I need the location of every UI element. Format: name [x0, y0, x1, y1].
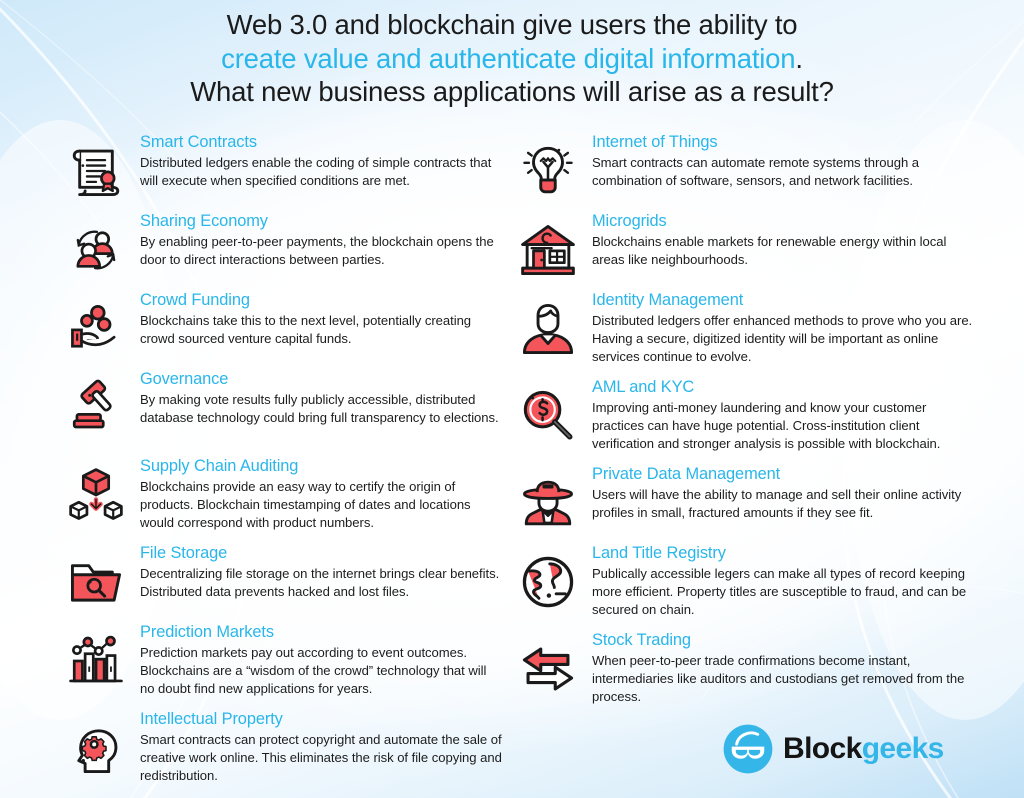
- page-title: Web 3.0 and blockchain give users the ab…: [0, 8, 1024, 109]
- list-item-body: Smart Contracts Distributed ledgers enab…: [140, 133, 503, 190]
- person-avatar-icon: [510, 293, 586, 365]
- list-item-title: Internet of Things: [592, 133, 718, 151]
- list-item-body: Stock Trading When peer-to-peer trade co…: [592, 631, 980, 705]
- headline-line-2: create value and authenticate digital in…: [0, 42, 1024, 76]
- list-item-description: Users will have the ability to manage an…: [592, 487, 962, 520]
- logo-text-geeks: geeks: [861, 732, 945, 765]
- list-item: Identity Management Distributed ledgers …: [510, 291, 980, 371]
- list-item-description: Blockchains take this to the next level,…: [140, 313, 472, 346]
- list-item: Land Title Registry Publically accessibl…: [510, 544, 980, 624]
- list-item-body: Sharing Economy By enabling peer-to-peer…: [140, 212, 503, 269]
- list-item-title: Microgrids: [592, 212, 667, 230]
- list-item-description: Distributed ledgers enable the coding of…: [140, 155, 492, 188]
- list-item-description: Publically accessible legers can make al…: [592, 566, 967, 617]
- list-item-description: By making vote results fully publicly ac…: [140, 392, 499, 425]
- list-item-description: By enabling peer-to-peer payments, the b…: [140, 234, 494, 267]
- two-way-arrows-icon: [510, 633, 586, 705]
- folder-search-icon: [58, 546, 134, 618]
- list-item: Smart Contracts Distributed ledgers enab…: [58, 133, 503, 205]
- list-item-body: Internet of Things Smart contracts can a…: [592, 133, 980, 190]
- lightbulb-icon: [510, 135, 586, 207]
- two-people-exchange-icon: [58, 214, 134, 286]
- list-item-description: Smart contracts can protect copyright an…: [140, 732, 502, 783]
- list-item-body: Prediction Markets Prediction markets pa…: [140, 623, 503, 697]
- list-item-title: Prediction Markets: [140, 623, 274, 641]
- list-item-description: Improving anti-money laundering and know…: [592, 400, 941, 451]
- list-item-title: Stock Trading: [592, 631, 691, 649]
- list-item-description: Prediction markets pay out according to …: [140, 645, 487, 696]
- list-item-title: Identity Management: [592, 291, 744, 309]
- list-item-title: Supply Chain Auditing: [140, 457, 299, 475]
- right-column: Internet of Things Smart contracts can a…: [510, 133, 980, 718]
- list-item-description: Smart contracts can automate remote syst…: [592, 155, 920, 188]
- magnifier-dollar-icon: [510, 380, 586, 452]
- list-item-body: File Storage Decentralizing file storage…: [140, 544, 503, 601]
- list-item-description: Distributed ledgers offer enhanced metho…: [592, 313, 973, 364]
- list-item-title: Smart Contracts: [140, 133, 257, 151]
- list-item-title: File Storage: [140, 544, 228, 562]
- list-item-body: Private Data Management Users will have …: [592, 465, 980, 522]
- hand-with-coins-icon: [58, 293, 134, 365]
- list-item-description: Decentralizing file storage on the inter…: [140, 566, 500, 599]
- brand-logo[interactable]: Blockgeeks: [722, 723, 944, 775]
- list-item: AML and KYC Improving anti-money launder…: [510, 378, 980, 458]
- list-item-description: Blockchains enable markets for renewable…: [592, 234, 947, 267]
- list-item-body: Crowd Funding Blockchains take this to t…: [140, 291, 503, 348]
- logo-text-block: Block: [783, 732, 862, 765]
- list-item-title: Governance: [140, 370, 229, 388]
- list-item-body: AML and KYC Improving anti-money launder…: [592, 378, 980, 452]
- list-item-title: AML and KYC: [592, 378, 695, 396]
- list-item-body: Governance By making vote results fully …: [140, 370, 503, 427]
- bar-chart-line-icon: [58, 625, 134, 697]
- list-item: Intellectual Property Smart contracts ca…: [58, 710, 503, 790]
- list-item: File Storage Decentralizing file storage…: [58, 544, 503, 616]
- list-item: Prediction Markets Prediction markets pa…: [58, 623, 503, 703]
- scroll-certificate-icon: [58, 135, 134, 207]
- blockgeeks-sunglasses-face-icon: [723, 724, 773, 774]
- list-item-title: Private Data Management: [592, 465, 781, 483]
- head-with-gear-icon: [58, 712, 134, 784]
- list-item-body: Identity Management Distributed ledgers …: [592, 291, 980, 365]
- spy-detective-icon: [510, 467, 586, 539]
- list-item: Microgrids Blockchains enable markets fo…: [510, 212, 980, 284]
- list-item: Stock Trading When peer-to-peer trade co…: [510, 631, 980, 711]
- list-item-body: Supply Chain Auditing Blockchains provid…: [140, 457, 503, 531]
- list-item: Sharing Economy By enabling peer-to-peer…: [58, 212, 503, 284]
- list-item-title: Intellectual Property: [140, 710, 283, 728]
- headline-line-1: Web 3.0 and blockchain give users the ab…: [226, 9, 798, 40]
- list-item-title: Crowd Funding: [140, 291, 250, 309]
- list-item: Internet of Things Smart contracts can a…: [510, 133, 980, 205]
- list-item: Private Data Management Users will have …: [510, 465, 980, 537]
- boxes-distribution-icon: [58, 459, 134, 531]
- list-item: Governance By making vote results fully …: [58, 370, 503, 450]
- list-item-description: Blockchains provide an easy way to certi…: [140, 479, 471, 530]
- headline-accent-text: create value and authenticate digital in…: [221, 42, 796, 74]
- list-item-body: Microgrids Blockchains enable markets fo…: [592, 212, 980, 269]
- list-item-body: Intellectual Property Smart contracts ca…: [140, 710, 503, 784]
- list-item-description: When peer-to-peer trade confirmations be…: [592, 653, 965, 704]
- headline-line-3: What new business applications will aris…: [190, 76, 834, 108]
- gavel-icon: [58, 372, 134, 444]
- list-item: Crowd Funding Blockchains take this to t…: [58, 291, 503, 363]
- list-item-body: Land Title Registry Publically accessibl…: [592, 544, 980, 618]
- list-item-title: Land Title Registry: [592, 544, 726, 562]
- list-item-title: Sharing Economy: [140, 212, 268, 230]
- house-icon: [510, 214, 586, 286]
- headline-period: .: [795, 42, 803, 74]
- list-item: Supply Chain Auditing Blockchains provid…: [58, 457, 503, 537]
- globe-icon: [510, 546, 586, 618]
- left-column: Smart Contracts Distributed ledgers enab…: [58, 133, 503, 797]
- logo-wordmark: Blockgeeks: [783, 734, 944, 764]
